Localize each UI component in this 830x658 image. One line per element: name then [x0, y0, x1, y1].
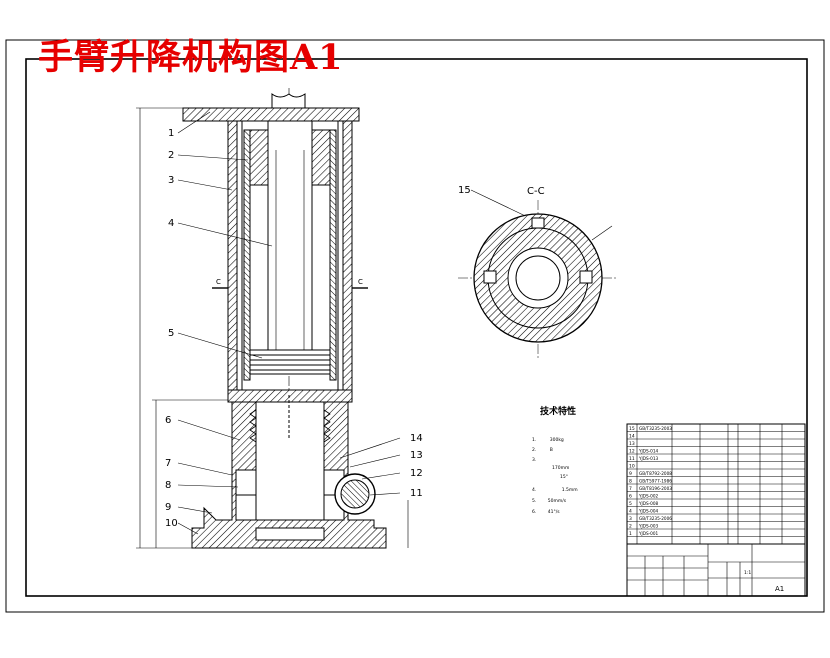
drawing-title: 手臂升降机构图A1	[38, 37, 344, 78]
outer-wall-right	[342, 120, 353, 400]
bom-row-code: GB/T3235-2006	[639, 516, 672, 521]
bom-row-code: YJDS-004	[638, 509, 659, 514]
bom-row-code: YJDS-013	[638, 456, 659, 461]
scale-ratio: 1:1	[744, 570, 751, 576]
bom-row-number: 1	[629, 531, 632, 537]
callout-2: 2	[168, 150, 174, 161]
callout-5: 5	[168, 328, 174, 339]
bom-row-number: 3	[629, 516, 632, 522]
callout-11: 11	[410, 488, 423, 499]
spec-3a: 170mm	[552, 465, 569, 471]
part-callouts: 1 2 3 4 5 6 7 8 9 10 11 12 13 14 15	[165, 128, 471, 529]
callout-6: 6	[165, 415, 171, 426]
callout-12: 12	[410, 468, 423, 479]
section-marker-right: C	[358, 278, 363, 286]
inner-tube-right	[329, 129, 337, 381]
inner-frame	[25, 58, 808, 597]
bom-row-code: YJDS-014	[638, 449, 659, 454]
callout-14: 14	[410, 433, 423, 444]
bom-row-number: 4	[629, 509, 632, 515]
spec-3: 3.	[532, 457, 536, 463]
callout-leaders	[177, 111, 537, 535]
bom-row-code: YJDS-008	[638, 501, 659, 506]
bom-row-number: 5	[629, 501, 632, 507]
upper-cap-left	[249, 129, 269, 186]
section-cc-label: C-C	[527, 186, 545, 197]
title-block	[626, 543, 806, 597]
sheet-size: A1	[775, 585, 784, 593]
tech-specs-heading: 技术特性	[540, 405, 576, 417]
callout-8: 8	[165, 480, 171, 491]
callout-9: 9	[165, 502, 171, 513]
spec-5: 5. 50mm/s	[532, 498, 567, 504]
callout-4: 4	[168, 218, 174, 229]
bom-row-number: 9	[629, 471, 632, 477]
bom-row-number: 10	[629, 464, 635, 470]
piston-rod	[267, 120, 313, 354]
base-slot	[255, 527, 325, 541]
bom-row-code: YJDS-002	[638, 494, 659, 499]
bom-row-number: 2	[629, 524, 632, 530]
lead-screw	[255, 401, 325, 521]
tech-specs: 技术特性 1. 300kg 2. B 3. 170mm 15° 4. 1.5mm…	[532, 405, 578, 515]
inner-tube-left	[243, 129, 251, 381]
cylinder-base-plate	[227, 389, 353, 403]
bom-row-number: 12	[629, 449, 635, 455]
callout-7: 7	[165, 458, 171, 469]
callout-1: 1	[168, 128, 174, 139]
bom-row-number: 13	[629, 441, 635, 447]
guide-rod-right	[337, 120, 344, 392]
spec-3b: 15°	[560, 474, 568, 480]
upper-cap-right	[311, 129, 331, 186]
bom-row-code: GB/T5977-1986	[639, 479, 672, 484]
outer-wall-left	[227, 120, 238, 400]
section-cc-view	[458, 200, 618, 360]
spec-6: 6. 41°/s	[532, 509, 560, 515]
spec-1: 1. 300kg	[532, 437, 564, 443]
bom-row-code: GB/T8196-2003	[639, 486, 672, 491]
callout-13: 13	[410, 450, 423, 461]
callout-15: 15	[458, 185, 471, 196]
bom-row-number: 11	[629, 456, 635, 462]
bom-row-code: GB/T3235-2003	[639, 426, 672, 431]
bom-row-number: 15	[629, 426, 635, 432]
top-shaft	[271, 93, 306, 111]
bom-row-number: 8	[629, 479, 632, 485]
spec-4: 4. 1.5mm	[532, 487, 578, 493]
bom-row-number: 14	[629, 434, 635, 440]
callout-3: 3	[168, 175, 174, 186]
top-flange	[182, 107, 360, 122]
spec-2: 2. B	[532, 447, 553, 453]
outer-border	[5, 39, 825, 613]
bom-row-code: YJDS-001	[638, 531, 659, 536]
main-assembly-view	[136, 88, 409, 549]
callout-10: 10	[165, 518, 178, 529]
bom-row-number: 7	[629, 486, 632, 492]
bom-row-code: GB/T8792-2008	[639, 471, 672, 476]
bom-row-number: 6	[629, 494, 632, 500]
section-marker-left: C	[216, 278, 221, 286]
bom-row-code: YJDS-003	[638, 524, 659, 529]
